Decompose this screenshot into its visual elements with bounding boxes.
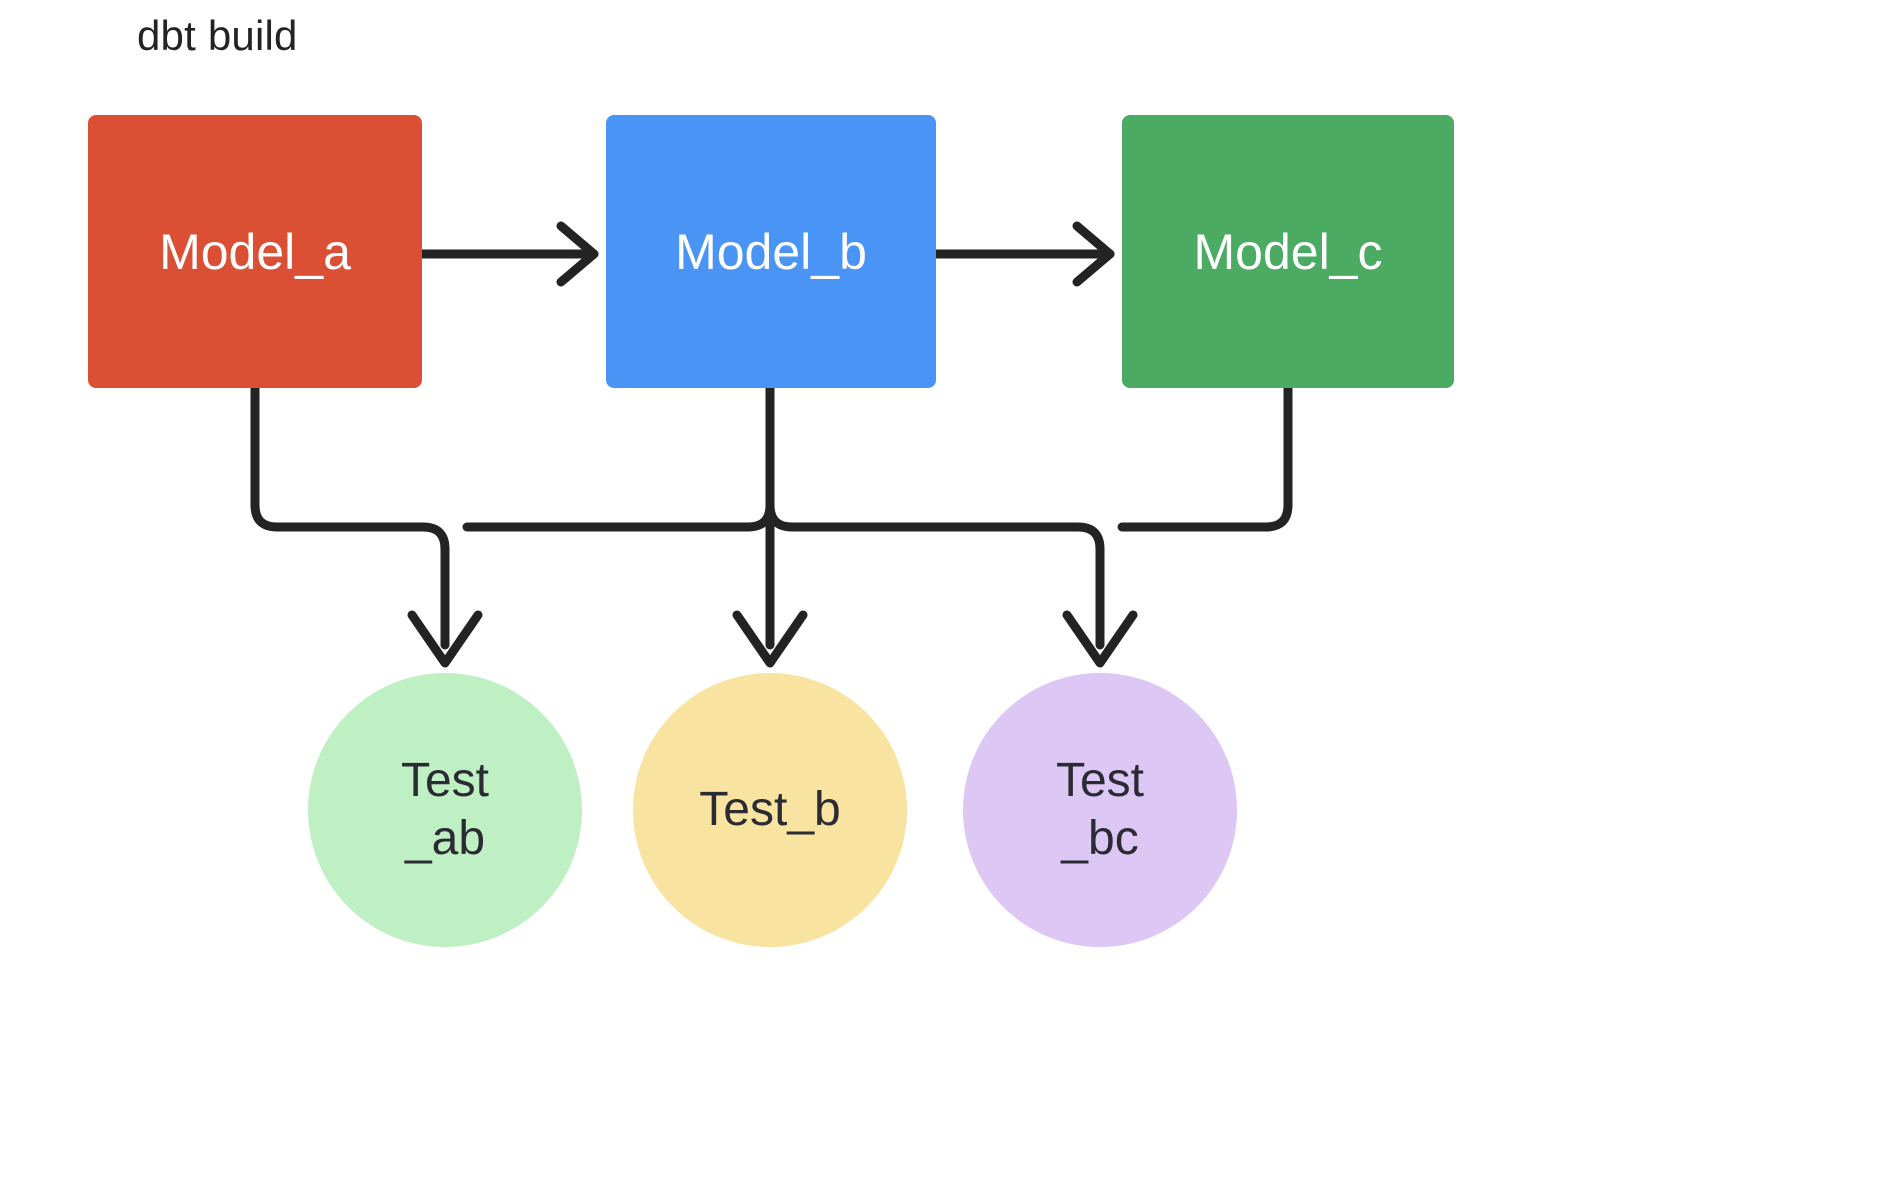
node-label-model-a: Model_a	[159, 223, 351, 280]
node-model-c[interactable]: Model_c	[1122, 115, 1454, 388]
node-test-b[interactable]: Test_b	[633, 673, 907, 947]
node-label-test-ab: Test _ab	[400, 754, 490, 865]
node-label-test-bc: Test _bc	[1055, 754, 1145, 865]
edge-model-b-to-test-b	[732, 383, 808, 668]
node-label-model-c: Model_c	[1193, 223, 1383, 280]
edge-model-a-to-test-ab	[250, 383, 483, 668]
edge-model-b-to-test-bc	[765, 500, 1138, 668]
node-label-model-b: Model_b	[675, 223, 867, 280]
node-test-bc[interactable]: Test _bc	[963, 673, 1237, 947]
edge-model-c-to-test-bc	[1117, 383, 1293, 532]
node-model-a[interactable]: Model_a	[88, 115, 422, 388]
edge-model-a-to-model-b	[417, 221, 599, 287]
edge-model-b-to-test-ab	[462, 500, 775, 532]
node-label-test-b: Test_b	[699, 783, 841, 836]
node-test-ab[interactable]: Test _ab	[308, 673, 582, 947]
page-title: dbt build	[137, 12, 298, 59]
node-model-b[interactable]: Model_b	[606, 115, 936, 388]
edge-model-b-to-model-c	[931, 221, 1115, 287]
